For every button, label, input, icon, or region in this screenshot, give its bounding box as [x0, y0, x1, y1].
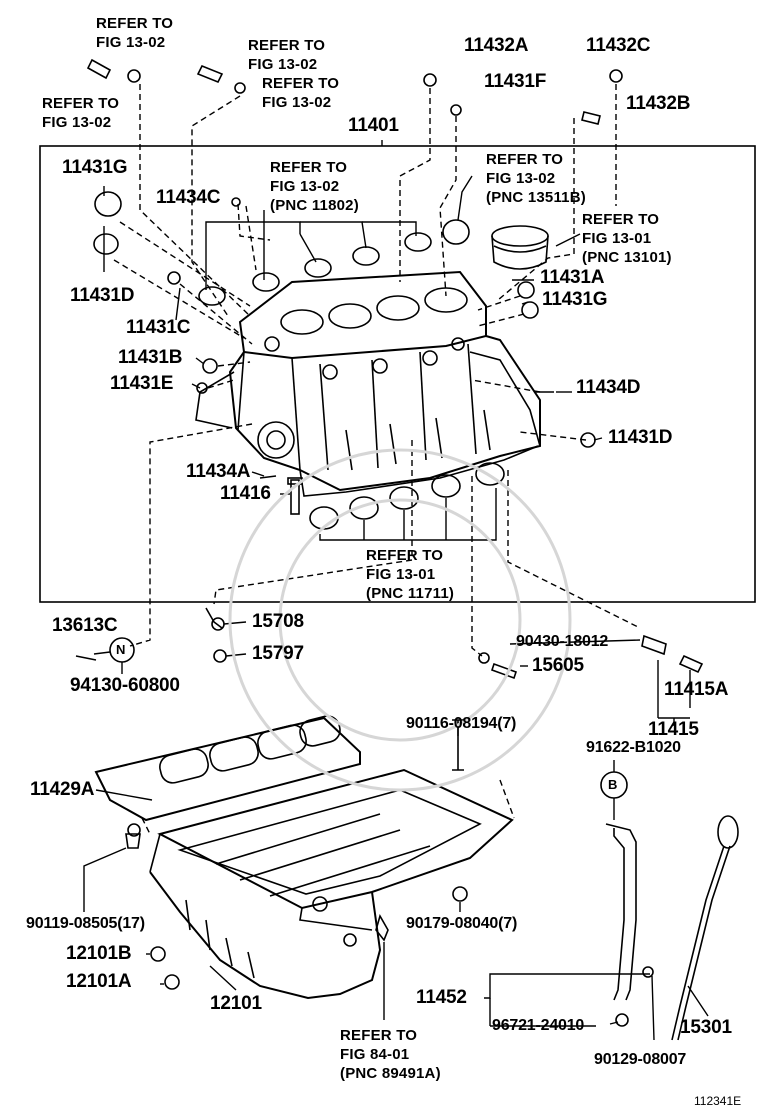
part-15797: 15797 — [252, 643, 304, 664]
piston — [491, 225, 549, 270]
part-90129-08007: 90129-08007 — [594, 1051, 687, 1068]
oil-pan-gasket — [94, 715, 361, 822]
cylinder-block — [195, 270, 541, 497]
lower-bearings — [309, 462, 505, 530]
part-11401: 11401 — [348, 115, 399, 136]
part-13613c: 13613C — [52, 615, 118, 636]
part-90116-08194: 90116-08194(7) — [406, 715, 517, 732]
part-11416: 11416 — [220, 483, 271, 504]
part-15605: 15605 — [532, 655, 584, 676]
part-90179-08040: 90179-08040(7) — [406, 915, 518, 932]
part-11415a: 11415A — [664, 679, 729, 700]
upper-bearings — [198, 232, 432, 306]
part-11431d-left: 11431D — [70, 285, 135, 306]
dipstick — [671, 815, 739, 1041]
part-11434c: 11434C — [156, 187, 221, 208]
part-12101a: 12101A — [66, 971, 132, 992]
part-11415: 11415 — [648, 719, 699, 740]
part-11434a: 11434A — [186, 461, 251, 482]
part-11431f: 11431F — [484, 71, 547, 92]
part-11431g: 11431G — [62, 157, 128, 178]
part-15301: 15301 — [680, 1017, 732, 1038]
part-11431d-right: 11431D — [608, 427, 673, 448]
part-11432c: 11432C — [586, 35, 651, 56]
oil-pan — [149, 768, 514, 1000]
part-94130-60800: 94130-60800 — [70, 675, 180, 696]
part-12101: 12101 — [210, 993, 262, 1014]
part-11434d: 11434D — [576, 377, 641, 398]
oil-level-gauge-guide — [600, 771, 654, 1027]
part-90119-08505: 90119-08505(17) — [26, 915, 145, 932]
part-11432b: 11432B — [626, 93, 691, 114]
part-11431e: 11431E — [110, 373, 174, 394]
part-11452: 11452 — [416, 987, 467, 1008]
part-11431g-right: 11431G — [542, 289, 608, 310]
part-11431c: 11431C — [126, 317, 191, 338]
part-12101b: 12101B — [66, 943, 132, 964]
solid-leaders — [83, 140, 709, 1041]
part-11431a: 11431A — [540, 267, 605, 288]
part-90430-18012: 90430-18012 — [516, 633, 609, 650]
part-11431b: 11431B — [118, 347, 183, 368]
watermark — [228, 448, 572, 792]
figure-code: 112341E — [694, 1094, 742, 1108]
part-11432a: 11432A — [464, 35, 529, 56]
part-15708: 15708 — [252, 611, 304, 632]
part-96721-24010: 96721-24010 — [492, 1017, 585, 1034]
marker-n: N — [116, 642, 126, 657]
part-91622-b1020: 91622-B1020 — [586, 739, 681, 756]
marker-b: B — [608, 777, 618, 792]
part-11429a: 11429A — [30, 779, 95, 800]
assembly-frame — [39, 145, 756, 603]
